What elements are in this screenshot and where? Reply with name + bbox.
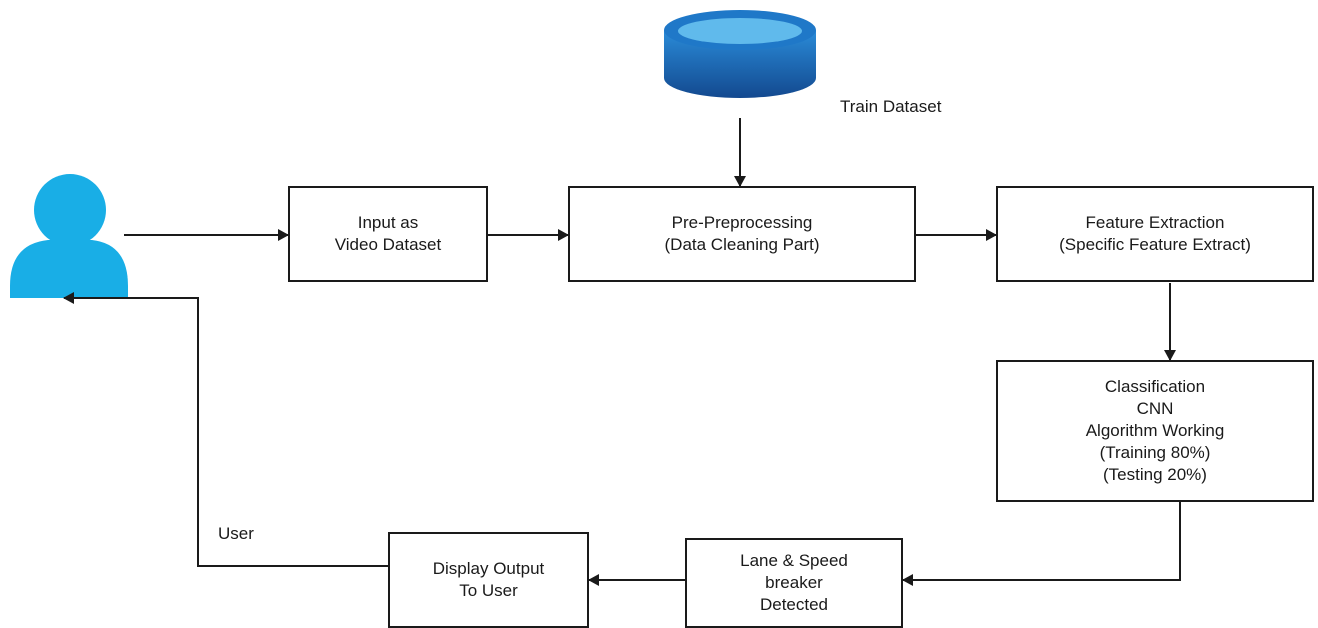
- feature-line-2: (Specific Feature Extract): [1059, 235, 1251, 254]
- arrow-classification-to-detected: [902, 502, 1181, 586]
- database-icon: [664, 10, 816, 98]
- display-output-box: Display Output To User: [388, 532, 589, 628]
- classification-line-4: (Training 80%): [1099, 443, 1211, 462]
- input-line-1: Input as: [357, 213, 419, 232]
- feature-line-1: Feature Extraction: [1085, 213, 1225, 232]
- train-dataset-label: Train Dataset: [840, 97, 942, 116]
- preprocess-line-1: Pre-Preprocessing: [671, 213, 813, 232]
- display-line-1: Display Output: [432, 559, 545, 578]
- classification-box: Classification CNN Algorithm Working (Tr…: [996, 360, 1314, 502]
- display-line-2: To User: [459, 581, 518, 600]
- input-line-2: Video Dataset: [334, 235, 442, 254]
- feature-extraction-box: Feature Extraction (Specific Feature Ext…: [996, 186, 1314, 282]
- input-video-dataset-box: Input as Video Dataset: [288, 186, 488, 282]
- user-label: User: [218, 524, 254, 543]
- classification-line-2: CNN: [1136, 399, 1174, 418]
- detected-line-2: breaker: [765, 573, 823, 592]
- classification-line-1: Classification: [1104, 377, 1206, 396]
- user-icon: [10, 174, 128, 298]
- detected-line-3: Detected: [759, 595, 829, 614]
- preprocess-line-2: (Data Cleaning Part): [664, 235, 820, 254]
- detected-line-1: Lane & Speed: [740, 551, 848, 570]
- classification-line-5: (Testing 20%): [1103, 465, 1207, 484]
- preprocessing-box: Pre-Preprocessing (Data Cleaning Part): [568, 186, 916, 282]
- lane-speed-breaker-detected-box: Lane & Speed breaker Detected: [685, 538, 903, 628]
- arrow-display-to-user: [63, 292, 388, 567]
- classification-line-3: Algorithm Working: [1085, 421, 1225, 440]
